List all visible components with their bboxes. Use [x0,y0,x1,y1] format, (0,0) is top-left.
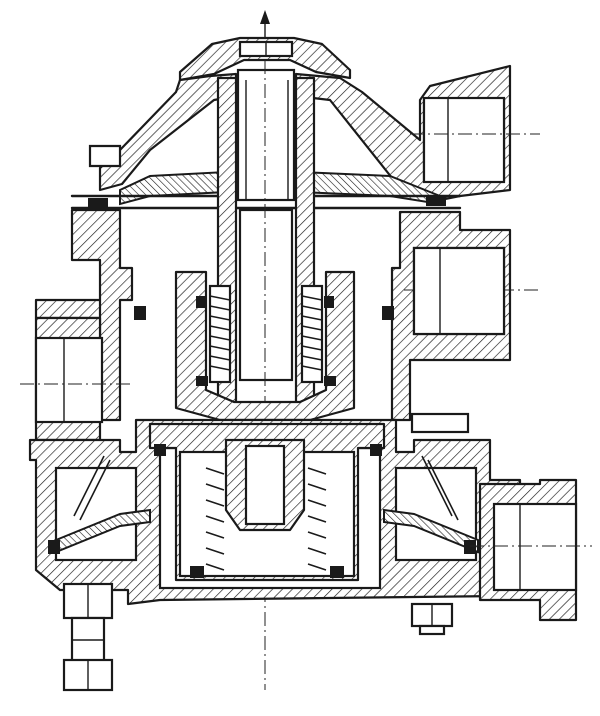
lower-cup [148,422,386,582]
bottom-drain-plug [410,412,470,636]
left-port [20,316,130,442]
lower-diaphragm [48,455,479,554]
right-middle-port [412,246,506,336]
spring-cage [134,270,394,422]
right-upper-port [410,96,540,184]
right-lower-port [470,478,592,622]
bottom-bolt [62,582,114,692]
top-cap [178,36,352,82]
